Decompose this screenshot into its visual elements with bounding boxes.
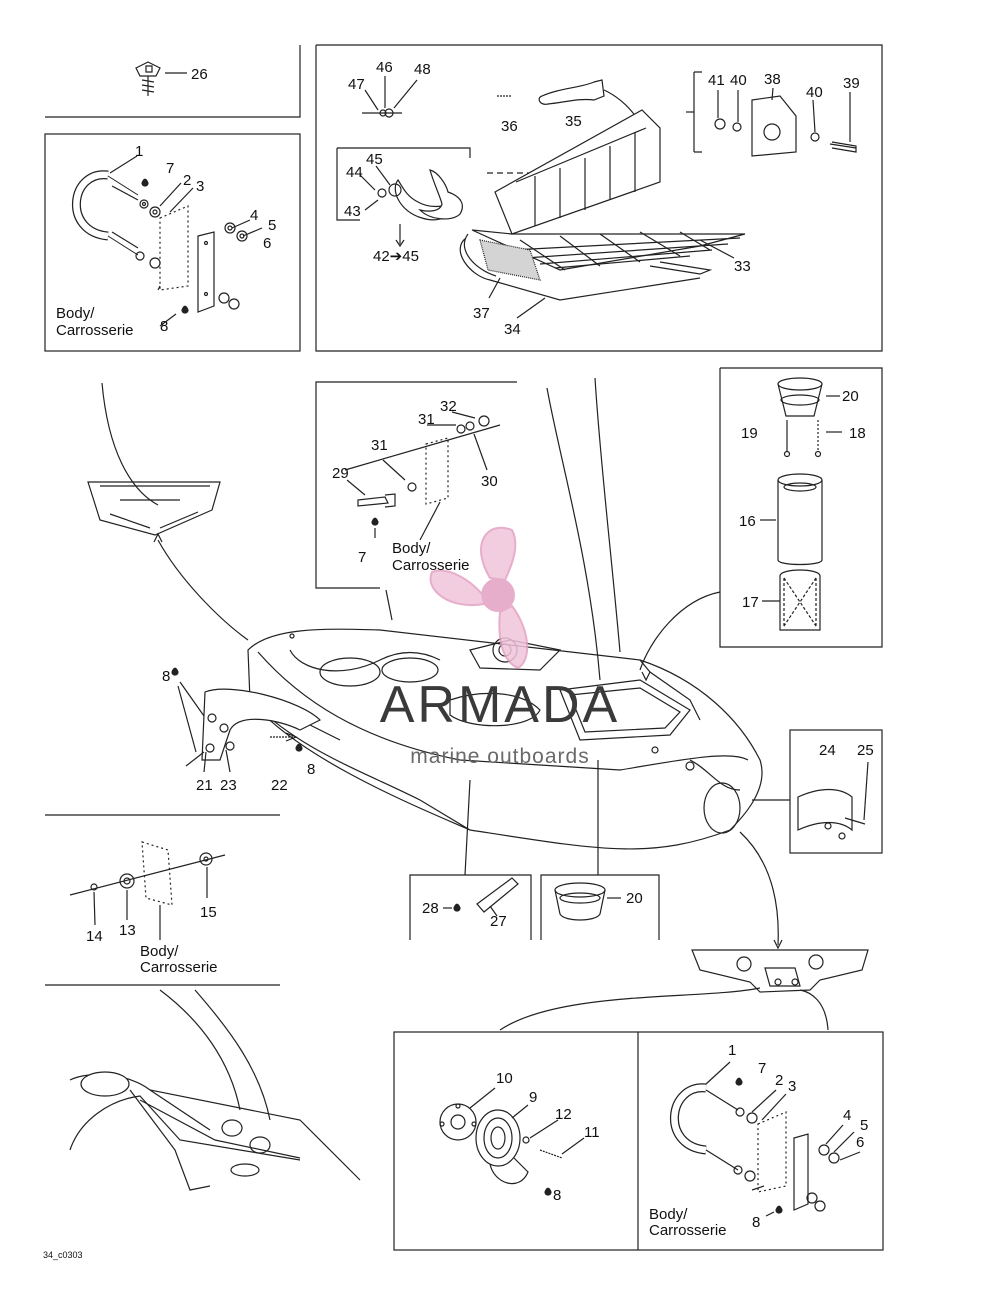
callout-27: 27 <box>490 913 507 930</box>
panel-storage-rack <box>315 44 883 352</box>
callout-47: 47 <box>348 76 365 93</box>
callout-48: 48 <box>414 61 431 78</box>
body-label-left-line1: Body/ <box>140 943 179 960</box>
callout-8c: 8 <box>553 1187 561 1204</box>
callout-34: 34 <box>504 321 521 338</box>
callout-40a: 40 <box>730 72 747 89</box>
screw-icon <box>135 61 161 96</box>
callout-br-5: 5 <box>860 1117 868 1134</box>
washer-stack-46-48 <box>362 108 402 118</box>
callout-br-3: 3 <box>788 1078 796 1095</box>
callout-br-4: 4 <box>843 1107 851 1124</box>
callout-44: 44 <box>346 164 363 181</box>
callout-26: 26 <box>191 66 208 83</box>
rack-grid <box>471 109 746 271</box>
callout-br-7: 7 <box>758 1060 766 1077</box>
callout-8b: 8 <box>307 761 315 778</box>
body-label-mid-line2: Carrosserie <box>392 557 470 574</box>
callout-tl-1: 1 <box>135 143 143 160</box>
panel-cover-24-25 <box>789 729 883 854</box>
callout-tl-4: 4 <box>250 207 258 224</box>
callout-45: 45 <box>366 151 383 168</box>
callout-43: 43 <box>344 203 361 220</box>
callout-41: 41 <box>708 72 725 89</box>
watermark-brand: ARMADA <box>380 676 620 734</box>
callout-17: 17 <box>742 594 759 611</box>
callout-16: 16 <box>739 513 756 530</box>
body-label-left-line2: Carrosserie <box>140 959 218 976</box>
callout-br-2: 2 <box>775 1072 783 1089</box>
drawing-code: 34_c0303 <box>43 1250 83 1260</box>
body-labels: Body/ Carrosserie Body/ Carrosserie Body… <box>56 305 727 1239</box>
callout-13: 13 <box>119 922 136 939</box>
callout-35: 35 <box>565 113 582 130</box>
callout-br-8: 8 <box>752 1214 760 1231</box>
panel-cup-20 <box>540 874 660 940</box>
body-label-mid-line1: Body/ <box>392 540 431 557</box>
body-label-br-line2: Carrosserie <box>649 1222 727 1239</box>
callout-39: 39 <box>843 75 860 92</box>
body-label-tl-line2: Carrosserie <box>56 322 134 339</box>
panel-cupholder-16-20 <box>719 367 883 648</box>
callout-37: 37 <box>473 305 490 322</box>
callout-38: 38 <box>764 71 781 88</box>
callout-15: 15 <box>200 904 217 921</box>
panel-fastener-29-32 <box>315 381 517 589</box>
callout-46: 46 <box>376 59 393 76</box>
watermark-logo-icon <box>429 526 529 670</box>
callout-36: 36 <box>501 118 518 135</box>
panel-screw-26 <box>45 45 301 118</box>
callout-31a: 31 <box>418 411 435 428</box>
callout-tl-3: 3 <box>196 178 204 195</box>
callout-19: 19 <box>741 425 758 442</box>
callouts: 26 47 46 48 36 35 41 40 38 40 39 45 44 4… <box>86 59 874 1231</box>
callout-br-1: 1 <box>728 1042 736 1059</box>
callout-9: 9 <box>529 1089 537 1106</box>
callout-10: 10 <box>496 1070 513 1087</box>
callout-20b: 20 <box>626 890 643 907</box>
callout-42-45: 42➔45 <box>373 248 419 265</box>
callout-11: 11 <box>584 1124 600 1141</box>
body-label-tl-line1: Body/ <box>56 305 95 322</box>
callout-25: 25 <box>857 742 874 759</box>
hull-interior-detail <box>69 989 361 1191</box>
callout-33: 33 <box>734 258 751 275</box>
callout-32: 32 <box>440 398 457 415</box>
watermark-tagline: marine outboards <box>410 745 589 768</box>
callout-21: 21 <box>196 777 213 794</box>
callout-20a: 20 <box>842 388 859 405</box>
callout-23: 23 <box>220 777 237 794</box>
callout-30: 30 <box>481 473 498 490</box>
callout-8a: 8 <box>162 668 170 685</box>
panel-drain-13-15 <box>45 814 280 986</box>
callout-18: 18 <box>849 425 866 442</box>
callout-tl-6: 6 <box>263 235 271 252</box>
panel-drain-plug-and-handle <box>393 1031 884 1251</box>
callout-40b: 40 <box>806 84 823 101</box>
callout-24: 24 <box>819 742 836 759</box>
callout-28: 28 <box>422 900 439 917</box>
callout-br-6: 6 <box>856 1134 864 1151</box>
callout-tl-2: 2 <box>183 172 191 189</box>
callout-tl-5: 5 <box>268 217 276 234</box>
panel-hose-27-28 <box>409 874 532 940</box>
callout-14: 14 <box>86 928 103 945</box>
bow-piece <box>87 382 249 641</box>
side-handle-assembly <box>171 667 322 773</box>
callout-tl-7: 7 <box>166 160 174 177</box>
boat-hull <box>247 628 763 850</box>
stern-piece <box>499 949 869 1031</box>
callout-12: 12 <box>555 1106 572 1123</box>
callout-22: 22 <box>271 777 288 794</box>
callout-31b: 31 <box>371 437 388 454</box>
callout-7: 7 <box>358 549 366 566</box>
callout-tl-8: 8 <box>160 318 168 335</box>
callout-29: 29 <box>332 465 349 482</box>
panel-grab-handle-top <box>44 133 301 352</box>
body-label-br-line1: Body/ <box>649 1206 688 1223</box>
